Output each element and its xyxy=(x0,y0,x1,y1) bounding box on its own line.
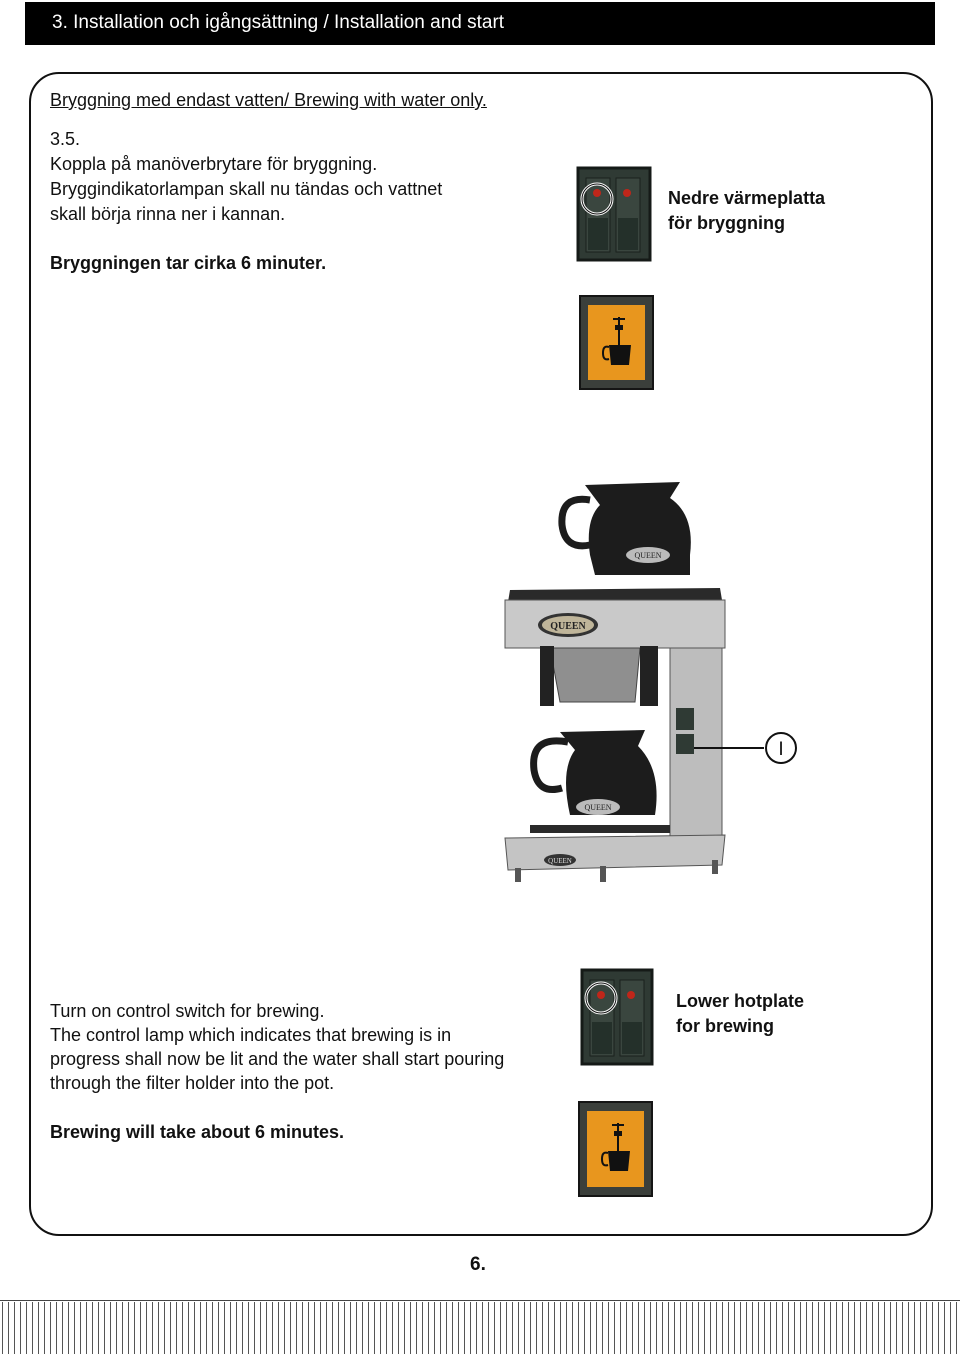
sv-switch-label-1: Nedre värmeplatta xyxy=(668,188,826,208)
en-switch-label-2: for brewing xyxy=(676,1016,774,1036)
top-pot-brand: QUEEN xyxy=(634,551,661,560)
en-instruction-line-1: Turn on control switch for brewing. xyxy=(50,1001,325,1021)
sv-instruction-line-3: skall börja rinna ner i kannan. xyxy=(50,204,286,224)
subtitle: Bryggning med endast vatten/ Brewing wit… xyxy=(50,90,487,110)
en-instruction-line-3: progress shall now be lit and the water … xyxy=(50,1049,505,1069)
coffee-machine-illustration: QUEEN QUEEN QUEEN QUEEN I xyxy=(504,482,797,882)
control-switch-illustration xyxy=(576,166,652,262)
step-number: 3.5. xyxy=(50,129,81,149)
en-instruction-line-2: The control lamp which indicates that br… xyxy=(50,1025,452,1045)
section-title: 3. Installation och igångsättning / Inst… xyxy=(52,12,505,33)
content-frame xyxy=(29,72,933,1236)
footer-stripe-pattern xyxy=(0,1300,960,1354)
sv-instruction-line-2: Bryggindikatorlampan skall nu tändas och… xyxy=(50,179,443,199)
en-instruction-line-4: through the filter holder into the pot. xyxy=(50,1073,335,1093)
brewing-lamp-icon xyxy=(579,295,654,390)
en-switch-label-1: Lower hotplate xyxy=(676,991,805,1011)
section-header: 3. Installation och igångsättning / Inst… xyxy=(25,2,935,45)
sv-duration: Bryggningen tar cirka 6 minuter. xyxy=(50,253,327,273)
hood-brand: QUEEN xyxy=(550,621,586,632)
base-brand: QUEEN xyxy=(548,857,572,865)
page-number: 6. xyxy=(470,1254,486,1275)
control-switch-illustration-en xyxy=(580,968,654,1066)
callout-marker: I xyxy=(778,739,783,760)
sv-instruction-line-1: Koppla på manöverbrytare för bryggning. xyxy=(50,154,378,174)
en-duration: Brewing will take about 6 minutes. xyxy=(50,1122,345,1142)
lower-pot-brand: QUEEN xyxy=(584,803,611,812)
sv-switch-label-2: för bryggning xyxy=(668,213,785,233)
brewing-lamp-icon-en xyxy=(578,1101,653,1197)
